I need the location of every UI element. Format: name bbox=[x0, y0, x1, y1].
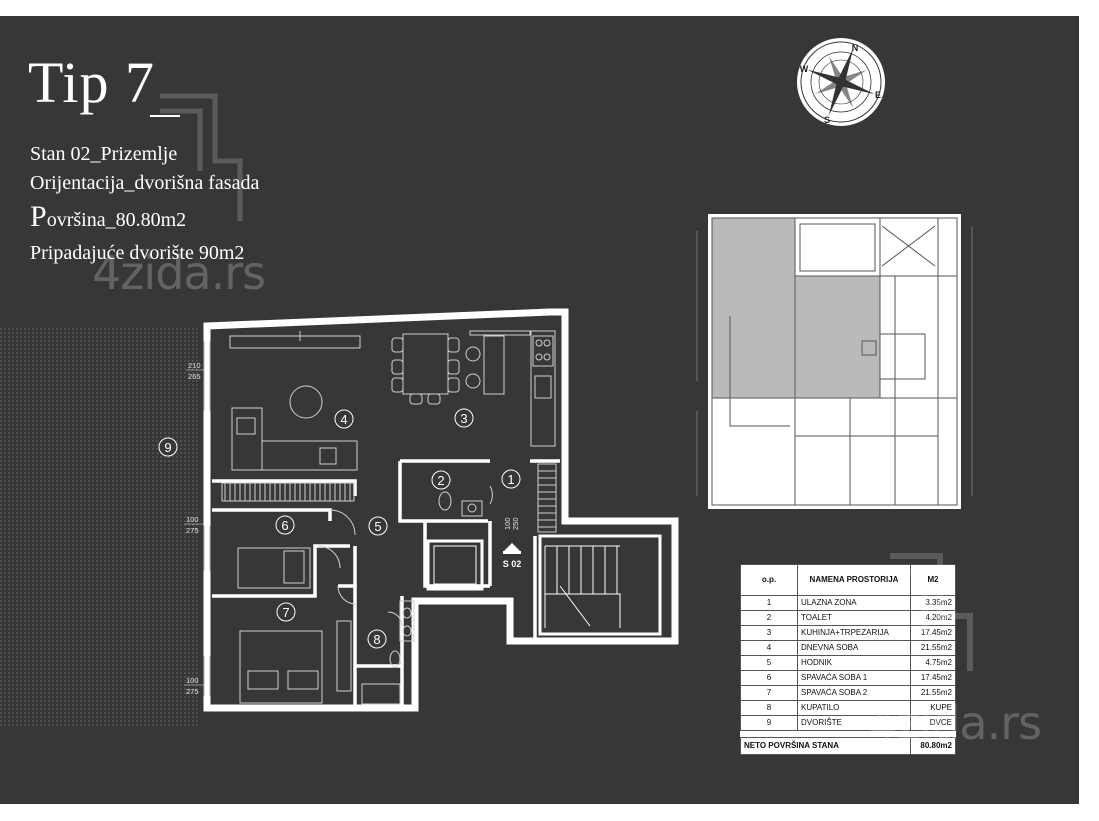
yard-badge: 9 bbox=[158, 437, 178, 457]
toilet-fixtures bbox=[438, 491, 483, 517]
key-plan bbox=[696, 214, 973, 509]
room-number-2: 2 bbox=[437, 473, 444, 488]
room-badges: 1 2 3 4 5 6 7 8 bbox=[275, 408, 521, 649]
legend-op: 6 bbox=[740, 670, 798, 686]
room-number-8: 8 bbox=[373, 632, 380, 647]
staircase bbox=[538, 534, 662, 636]
legend-header-row: o.p. NAMENA PROSTORIJA M2 bbox=[740, 564, 956, 596]
compass-rose: N E S W bbox=[797, 38, 885, 126]
dimension-labels: 210 265 100 275 100 275 100 250 bbox=[184, 361, 520, 696]
stair-label: S 02 bbox=[503, 559, 522, 569]
room-number-7: 7 bbox=[282, 605, 289, 620]
door-swings bbox=[317, 485, 493, 627]
watermark-logo-bottom bbox=[890, 553, 973, 671]
compass-s: S bbox=[824, 115, 830, 125]
dim-b2: 275 bbox=[186, 526, 199, 535]
legend-header-name: NAMENA PROSTORIJA bbox=[797, 564, 911, 596]
room-number-3: 3 bbox=[460, 411, 467, 426]
dining-table bbox=[391, 333, 460, 405]
legend-total-value: 80.80m2 bbox=[910, 737, 956, 755]
plan-title: Tip 7 bbox=[28, 50, 156, 115]
room-number-9: 9 bbox=[164, 440, 171, 455]
legend-total-label: NETO POVRŠINA STANA bbox=[740, 737, 911, 755]
room-number-4: 4 bbox=[340, 412, 347, 427]
legend-header-op: o.p. bbox=[740, 564, 798, 596]
info-orientation: Orijentacija_dvorišna fasada bbox=[30, 172, 260, 194]
info-stan: Stan 02_Prizemlje bbox=[30, 143, 178, 165]
yard-area bbox=[0, 326, 200, 726]
compass-e: E bbox=[875, 90, 881, 100]
bathroom-fixtures bbox=[361, 600, 415, 705]
wardrobe-entry bbox=[537, 463, 557, 533]
room-number-5: 5 bbox=[374, 519, 381, 534]
living-room-furniture bbox=[229, 331, 361, 471]
entry-marker: S 02 bbox=[503, 543, 522, 569]
info-area-initial: P bbox=[30, 200, 47, 233]
apartment-walls bbox=[203, 308, 679, 712]
legend-op: 3 bbox=[740, 625, 798, 641]
bed-1 bbox=[237, 547, 311, 589]
legend-op: 9 bbox=[740, 715, 798, 731]
compass-n: N bbox=[852, 43, 859, 53]
legend-op: 5 bbox=[740, 655, 798, 671]
dim-b1: 100 bbox=[186, 515, 199, 524]
dim-c2: 275 bbox=[186, 687, 199, 696]
bed-2 bbox=[239, 620, 352, 704]
dim-a1: 210 bbox=[188, 361, 201, 370]
dim-c1: 100 bbox=[186, 676, 199, 685]
legend-op: 1 bbox=[740, 595, 798, 611]
apartment-outline bbox=[207, 326, 565, 708]
room-number-6: 6 bbox=[281, 518, 288, 533]
floor-plan-sheet: Tip 7 Stan 02_Prizemlje Orijentacija_dvo… bbox=[0, 16, 1079, 804]
legend-header-area: M2 bbox=[910, 564, 956, 596]
watermark-text-top: 4zida.rs bbox=[92, 246, 266, 300]
compass-w: W bbox=[800, 64, 809, 74]
watermark-logo-top bbox=[160, 93, 243, 221]
legend-op: 7 bbox=[740, 685, 798, 701]
dim-d2: 250 bbox=[511, 517, 520, 530]
plan-drawing: 9 bbox=[0, 38, 973, 726]
info-yard: Pripadajuće dvorište 90m2 bbox=[30, 242, 245, 264]
info-area-rest: ovršina_80.80m2 bbox=[46, 209, 187, 231]
window-marks bbox=[203, 341, 211, 696]
kitchen-counter bbox=[465, 330, 556, 447]
legend-op: 4 bbox=[740, 640, 798, 656]
legend-op: 2 bbox=[740, 610, 798, 626]
dim-d1: 100 bbox=[503, 517, 512, 530]
elevator-shaft bbox=[426, 539, 484, 591]
info-area: Površina_80.80m2 bbox=[30, 202, 186, 232]
legend-op: 8 bbox=[740, 700, 798, 716]
legend-total-row: NETO POVRŠINA STANA 80.80m2 bbox=[740, 737, 956, 755]
watermark-text-bottom: 4zida.rs bbox=[868, 696, 1042, 750]
room-number-1: 1 bbox=[507, 472, 514, 487]
wardrobe-1 bbox=[221, 482, 355, 502]
dim-a2: 265 bbox=[188, 372, 201, 381]
